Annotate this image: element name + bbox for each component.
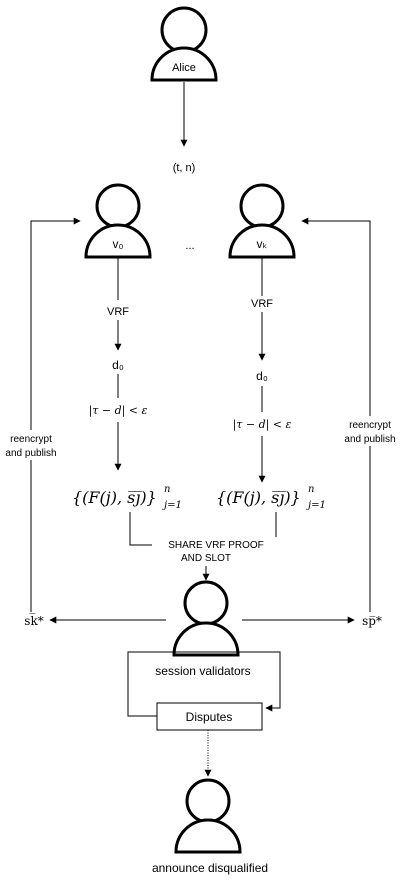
set-right-sup: n: [308, 484, 314, 495]
dispute-loop: [127, 651, 281, 717]
set-left: {(F(j), s̅j̅)} n j=1: [72, 484, 182, 511]
vk-actor: vₖ: [228, 183, 296, 259]
vk-head: [239, 183, 285, 229]
left-reencrypt-loop: [30, 217, 81, 612]
vrf-left-label: VRF: [107, 306, 129, 318]
v0-head: [95, 183, 141, 229]
set-left-sub: j=1: [162, 500, 182, 511]
vrf-right-label: VRF: [251, 298, 273, 310]
reencrypt-right-line1: reencrypt: [349, 420, 391, 431]
announce-body: [174, 818, 242, 854]
announce-head: [185, 778, 231, 824]
share-label-line2: AND SLOT: [181, 553, 231, 564]
session-validators-actor: session validators: [155, 580, 251, 678]
alice-head: [160, 6, 208, 54]
alice-actor: Alice: [150, 6, 218, 82]
reencrypt-right-line2: and publish: [344, 434, 395, 445]
vk-body: [228, 223, 296, 259]
reencrypt-right-bg: [340, 416, 402, 446]
validators-head: [183, 580, 229, 626]
cond-left-label: |τ − d| < ε: [89, 404, 148, 418]
announce-label: announce disqualified: [152, 861, 268, 875]
disputes-box: [156, 702, 263, 731]
share-label-line1: SHARE VRF PROOF: [168, 540, 264, 551]
validators-body: [172, 621, 240, 657]
reencrypt-left-bg: [2, 430, 62, 460]
alice-label: Alice: [172, 62, 196, 74]
set-right-main: {(F(j), s̅j̅)}: [216, 488, 301, 507]
set-left-main: {(F(j), s̅j̅)}: [72, 488, 157, 507]
set-right: {(F(j), s̅j̅)} n j=1: [216, 484, 326, 511]
reencrypt-left-line2: and publish: [5, 448, 56, 459]
share-label-bg: [152, 537, 280, 567]
set-right-sub: j=1: [306, 500, 326, 511]
ellipsis: ...: [185, 240, 194, 252]
right-reencrypt-loop: [301, 217, 371, 612]
tn-label: (t, n): [173, 162, 196, 174]
vk-label: vₖ: [256, 237, 267, 251]
set-left-sup: n: [164, 484, 170, 495]
v0-label: v₀: [113, 237, 124, 251]
sp-label: sp̅*: [362, 614, 382, 628]
sk-label: sk̅*: [24, 612, 43, 628]
disputes-label: Disputes: [186, 710, 233, 724]
alice-body: [150, 46, 218, 82]
cond-right-label: |τ − d| < ε: [233, 418, 292, 432]
d0-right-label: d₀: [256, 369, 268, 383]
d0-left-label: d₀: [112, 358, 124, 372]
validators-label: session validators: [155, 664, 250, 678]
reencrypt-left-line1: reencrypt: [10, 434, 52, 445]
announce-actor: announce disqualified: [152, 778, 268, 875]
v0-actor: v₀: [84, 183, 152, 259]
v0-body: [84, 223, 152, 259]
